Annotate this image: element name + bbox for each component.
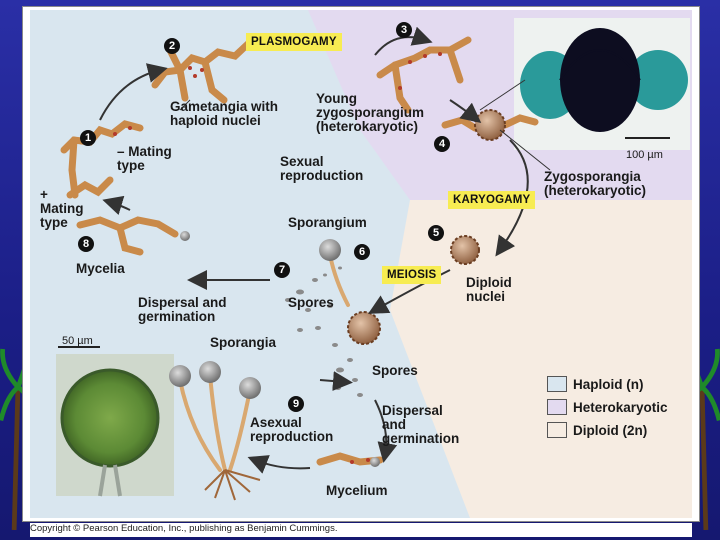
sexual-reproduction-label: Sexual reproduction	[280, 154, 364, 183]
arrow-8-1	[102, 195, 131, 216]
spores-top-label: Spores	[288, 295, 334, 310]
step-9-badge: 9	[288, 396, 304, 412]
zygosporangium-young	[474, 109, 506, 141]
dispersal-germination-top-label: Dispersal and germination	[138, 295, 227, 324]
arrow-3-4	[449, 99, 482, 123]
diploid-region	[390, 200, 692, 518]
sporangium-3	[239, 377, 261, 399]
legend-label: Diploid (2n)	[573, 422, 648, 438]
legend-label: Haploid (n)	[573, 376, 644, 392]
life-cycle-diagram: 1 2 3 4 5 6 7 8 9 PLASMOGAMY KARYOGAMY M…	[30, 10, 692, 518]
karyogamy-tag: KARYOGAMY	[448, 191, 536, 209]
legend-haploid: Haploid (n)	[547, 376, 644, 392]
zygosporangium-diploid	[450, 235, 480, 265]
step-1-badge: 1	[80, 130, 96, 146]
minus-mating-type-label: – Mating type	[117, 144, 172, 173]
plus-mating-type-label: + Mating type	[40, 187, 84, 230]
zygosporangium-meiosis	[347, 311, 381, 345]
diagram-artwork	[30, 10, 692, 518]
arrow-meiosis	[368, 269, 451, 314]
arrow-1-2	[99, 63, 168, 121]
meiosis-tag: MEIOSIS	[382, 266, 442, 284]
arrow-spores	[319, 371, 353, 392]
legend-diploid: Diploid (2n)	[547, 422, 647, 438]
sporangium-2	[199, 361, 221, 383]
sporangium-1	[169, 365, 191, 387]
arrow-plasmogamy	[374, 26, 433, 56]
legend-heterokaryotic: Heterokaryotic	[547, 399, 668, 415]
legend-swatch-heterokaryotic	[547, 399, 567, 415]
step-3-badge: 3	[396, 22, 412, 38]
scale-100-label: 100 µm	[626, 149, 663, 161]
arrow-karyogamy	[495, 139, 529, 257]
young-zygosporangium-label: Young zygosporangium (heterokaryotic)	[316, 91, 425, 134]
asexual-reproduction-label: Asexual reproduction	[250, 415, 334, 444]
mycelium-label: Mycelium	[326, 483, 388, 498]
step-6-badge: 6	[354, 244, 370, 260]
legend-label: Heterokaryotic	[573, 399, 668, 415]
step-8-badge: 8	[78, 236, 94, 252]
step-2-badge: 2	[164, 38, 180, 54]
legend-swatch-diploid	[547, 422, 567, 438]
step-7-badge: 7	[274, 262, 290, 278]
arrow-mycelium	[247, 455, 311, 474]
sporangium-label: Sporangium	[288, 215, 367, 230]
sporangia-label: Sporangia	[210, 335, 277, 350]
legend-swatch-haploid	[547, 376, 567, 392]
spores-bottom-label: Spores	[372, 363, 418, 378]
arrow-dispersal-bottom	[374, 399, 398, 463]
zygosporangia-label: Zygosporangia (heterokaryotic)	[544, 169, 647, 198]
step-4-badge: 4	[434, 136, 450, 152]
sporangium-top	[319, 239, 341, 261]
plasmogamy-tag: PLASMOGAMY	[246, 33, 342, 51]
scale-50-label: 50 µm	[62, 335, 93, 347]
dispersal-germination-bottom-label: Dispersal and germination	[382, 403, 460, 446]
mycelia-label: Mycelia	[76, 261, 125, 276]
step-5-badge: 5	[428, 225, 444, 241]
copyright-text: Copyright © Pearson Education, Inc., pub…	[30, 523, 692, 537]
diploid-nuclei-label: Diploid nuclei	[466, 275, 512, 304]
gametangia-label: Gametangia with haploid nuclei	[170, 99, 279, 128]
